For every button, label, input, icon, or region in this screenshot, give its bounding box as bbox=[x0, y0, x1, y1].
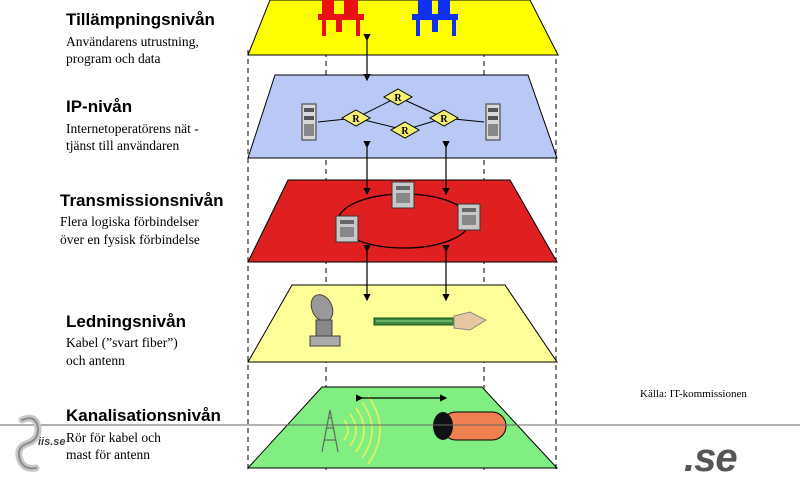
layer-title: Kanalisationsnivån bbox=[66, 406, 221, 425]
svg-text:R: R bbox=[352, 114, 360, 125]
iis-logo-text: iis.se bbox=[38, 436, 66, 448]
layer-conduit-plane bbox=[246, 386, 559, 469]
layer-desc-line: mast för antenn bbox=[66, 447, 150, 462]
layer-desc-line: Flera logiska förbindelser bbox=[60, 214, 199, 229]
svg-text:R: R bbox=[394, 93, 402, 104]
svg-text:R: R bbox=[440, 114, 448, 125]
router-icon: R bbox=[340, 109, 372, 127]
layer-title: Tillämpningsnivån bbox=[66, 10, 215, 29]
layer-desc-line: Användarens utrustning, bbox=[66, 34, 199, 49]
layer-desc-line: tjänst till användaren bbox=[66, 138, 180, 153]
layer-title: Transmissionsnivån bbox=[60, 191, 224, 210]
iis-logo: iis.se bbox=[8, 412, 78, 477]
layer-desc-line: program och data bbox=[66, 51, 161, 66]
server-icon bbox=[485, 103, 501, 141]
layer-title: Ledningsnivån bbox=[66, 312, 186, 331]
layer-desc-line: Rör för kabel och bbox=[66, 430, 161, 445]
user-red-icon bbox=[318, 0, 364, 36]
radio-mast-icon bbox=[321, 409, 339, 453]
connection-arrows bbox=[356, 34, 450, 402]
layer-application-plane bbox=[247, 0, 559, 56]
layer-desc-line: över en fysisk förbindelse bbox=[60, 232, 200, 247]
layer-title: IP-nivån bbox=[66, 97, 133, 116]
router-icon: R bbox=[382, 88, 414, 106]
iis-logo-icon bbox=[15, 414, 42, 472]
layer-desc-line: Internetoperatörens nät - bbox=[66, 121, 199, 136]
layer-desc-line: Kabel (”svart fiber”) bbox=[66, 335, 178, 350]
fiber-cable-icon bbox=[373, 311, 488, 331]
router-icon: R bbox=[389, 121, 421, 139]
radio-waves bbox=[343, 395, 381, 465]
svg-text:R: R bbox=[401, 126, 409, 137]
server-icon bbox=[391, 181, 415, 209]
se-logo: .se bbox=[684, 436, 738, 480]
satellite-dish-icon bbox=[309, 294, 341, 347]
layer-ip-plane bbox=[247, 74, 558, 159]
source-credit: Källa: IT-kommissionen bbox=[640, 388, 747, 400]
layer-desc-line: och antenn bbox=[66, 353, 125, 368]
pipe-icon bbox=[433, 411, 507, 441]
router-icon: R bbox=[428, 109, 460, 127]
server-icon bbox=[457, 203, 481, 231]
user-blue-icon bbox=[412, 0, 458, 36]
server-icon bbox=[301, 103, 317, 141]
server-icon bbox=[335, 215, 359, 243]
